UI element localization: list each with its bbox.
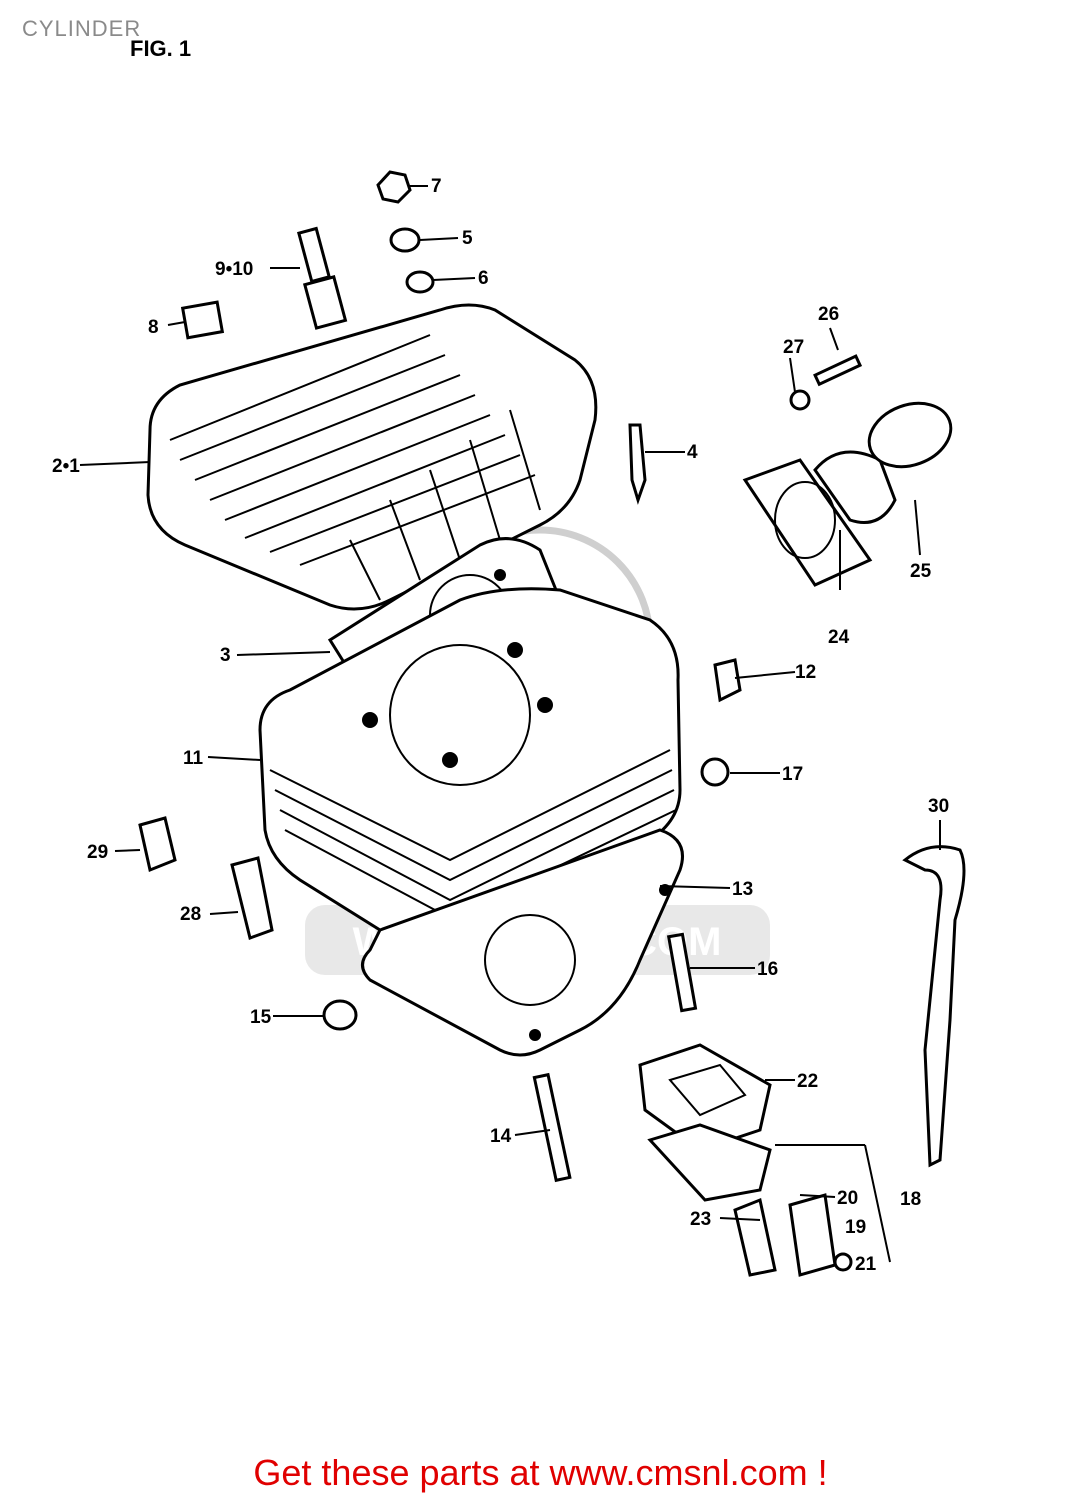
cylinder-block [258, 587, 682, 937]
callout-3: 3 [220, 645, 231, 666]
hose [902, 845, 966, 1168]
callout-30: 30 [928, 796, 949, 817]
diagram-caption: CYLINDER [22, 16, 142, 41]
callout-15: 15 [250, 1007, 272, 1028]
callout-16: 16 [757, 959, 778, 980]
spark-plug [296, 226, 348, 330]
callout-24: 24 [828, 627, 850, 648]
callout-25: 25 [910, 561, 932, 582]
callout-13: 13 [732, 879, 753, 900]
exploded-view-diagram: WWW.CMSNL.COM [52, 170, 966, 1277]
callout-29: 29 [87, 842, 108, 863]
callout-4: 4 [687, 442, 698, 463]
callout-23: 23 [690, 1209, 711, 1230]
callout-20: 20 [837, 1188, 858, 1209]
callout-5: 5 [462, 228, 473, 249]
footer-cta[interactable]: Get these parts at www.cmsnl.com ! [253, 1452, 828, 1493]
callout-18: 18 [900, 1189, 921, 1210]
callout-labels: 7 5 6 9•10 8 2•1 4 3 11 12 17 13 16 15 1… [52, 176, 949, 1275]
callout-19: 19 [845, 1217, 866, 1238]
callout-11: 11 [183, 748, 204, 769]
callout-2-1: 2•1 [52, 456, 80, 477]
callout-14: 14 [490, 1126, 512, 1147]
cylinder-head [146, 303, 598, 611]
callout-8: 8 [148, 317, 159, 338]
callout-6: 6 [478, 268, 489, 289]
callout-28: 28 [180, 904, 201, 925]
intake-manifold [742, 401, 953, 587]
callout-21: 21 [855, 1254, 877, 1275]
callout-12: 12 [795, 662, 816, 683]
callout-17: 17 [782, 764, 803, 785]
callout-9-10: 9•10 [215, 259, 253, 280]
callout-27: 27 [783, 337, 804, 358]
reed-valve [638, 1043, 853, 1277]
base-gasket [361, 828, 684, 1057]
callout-7: 7 [431, 176, 442, 197]
figure-number: FIG. 1 [130, 36, 192, 61]
callout-26: 26 [818, 304, 839, 325]
callout-22: 22 [797, 1071, 818, 1092]
hardware-parts [138, 170, 863, 1183]
leader-lines [79, 185, 941, 1263]
